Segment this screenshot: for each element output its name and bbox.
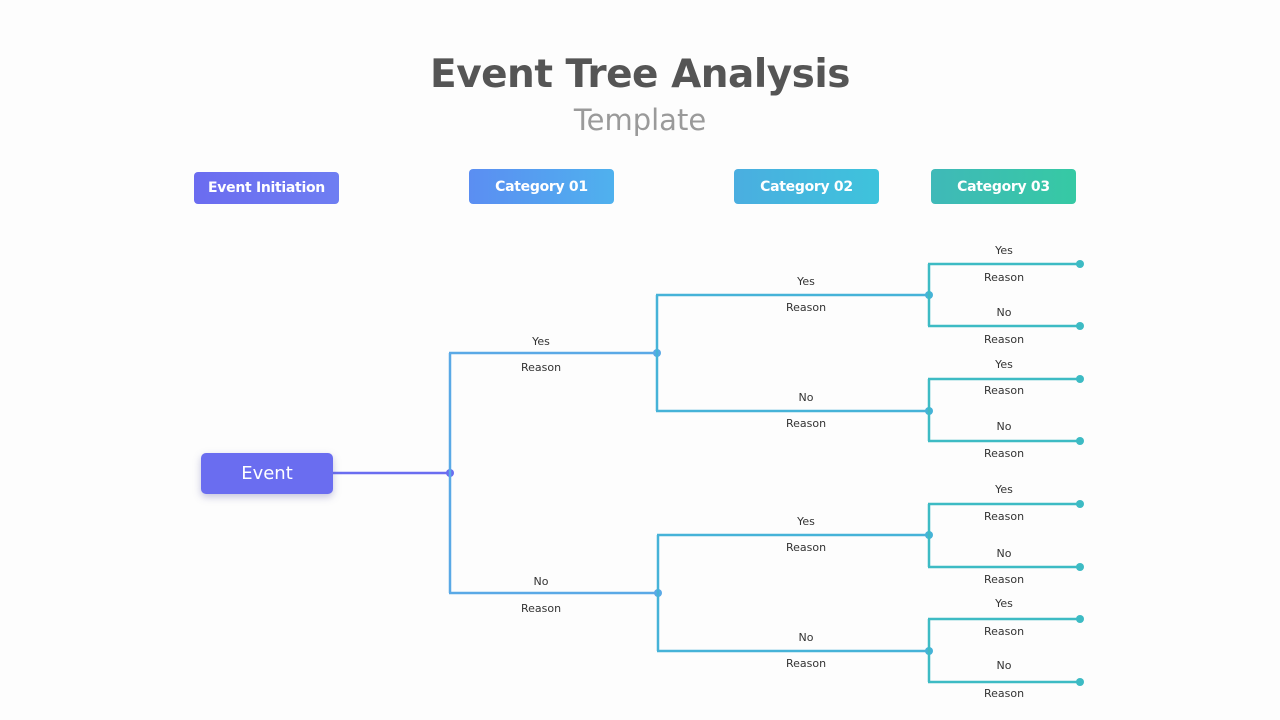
cat3-4-reason: Reason: [983, 447, 1025, 460]
cat3-1-answer: Yes: [995, 244, 1013, 257]
event-box: Event: [201, 453, 333, 494]
end-node-1: [1076, 260, 1084, 268]
cat3-5-reason: Reason: [983, 510, 1025, 523]
page-subtitle: Template: [573, 103, 707, 137]
cat2-4-reason: Reason: [785, 657, 827, 670]
header-category-01: Category 01: [469, 169, 614, 204]
cat2-2-reason: Reason: [785, 417, 827, 430]
cat3-7-answer: Yes: [995, 597, 1013, 610]
cat2-3-reason: Reason: [785, 541, 827, 554]
cat1-no-reason: Reason: [520, 602, 562, 615]
header-event-initiation: Event Initiation: [194, 172, 339, 204]
cat1-yes-reason: Reason: [520, 361, 562, 374]
cat2-3-answer: Yes: [797, 515, 815, 528]
cat3-3-reason: Reason: [983, 384, 1025, 397]
end-node-4: [1076, 437, 1084, 445]
cat1-yes-answer: Yes: [532, 335, 550, 348]
cat1-no-answer: No: [533, 575, 549, 588]
page-title: Event Tree Analysis: [430, 52, 850, 97]
cat3-1-reason: Reason: [983, 271, 1025, 284]
cat3-2-reason: Reason: [983, 333, 1025, 346]
header-category-03: Category 03: [931, 169, 1076, 204]
cat3-2-answer: No: [996, 306, 1012, 319]
cat3-8-answer: No: [996, 659, 1012, 672]
end-node-3: [1076, 375, 1084, 383]
header-category-02: Category 02: [734, 169, 879, 204]
cat2-1-answer: Yes: [797, 275, 815, 288]
end-node-8: [1076, 678, 1084, 686]
end-node-5: [1076, 500, 1084, 508]
cat2-1-reason: Reason: [785, 301, 827, 314]
cat3-7-reason: Reason: [983, 625, 1025, 638]
end-node-6: [1076, 563, 1084, 571]
cat2-4-answer: No: [798, 631, 814, 644]
cat3-6-reason: Reason: [983, 573, 1025, 586]
cat3-3-answer: Yes: [995, 358, 1013, 371]
end-node-7: [1076, 615, 1084, 623]
cat3-8-reason: Reason: [983, 687, 1025, 700]
end-node-2: [1076, 322, 1084, 330]
cat2-2-answer: No: [798, 391, 814, 404]
cat3-5-answer: Yes: [995, 483, 1013, 496]
cat3-4-answer: No: [996, 420, 1012, 433]
cat3-6-answer: No: [996, 547, 1012, 560]
